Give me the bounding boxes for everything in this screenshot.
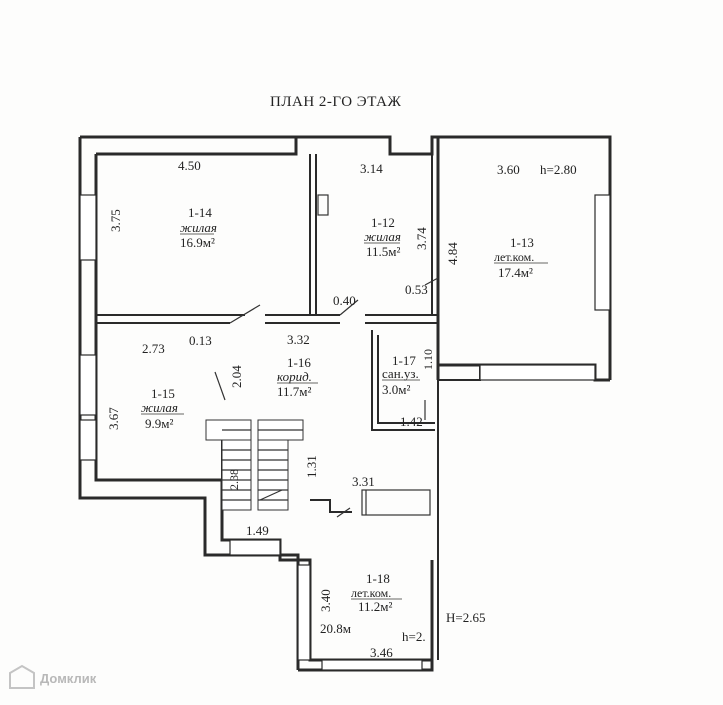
dim-label: 4.50	[178, 158, 201, 173]
dim-label: 4.84	[445, 242, 460, 265]
height-label: H=2.65	[446, 610, 485, 625]
dim-label: 2.04	[229, 365, 244, 388]
dim-label: 3.46	[370, 645, 393, 660]
room-area: 11.7м²	[277, 384, 311, 399]
room-id: 1-14	[188, 205, 212, 220]
dim-label: 3.74	[414, 227, 429, 250]
room-type: сан.уз.	[382, 366, 419, 381]
room-1-14: 1-14 жилая 16.9м²	[180, 205, 217, 250]
dim-label: 20.8м	[320, 621, 351, 636]
room-area: 11.2м²	[358, 599, 392, 614]
dim-label: 1.31	[304, 455, 319, 478]
room-type: корид.	[277, 369, 312, 384]
room-1-12: 1-12 жилая 11.5м²	[364, 215, 401, 259]
room-type: лет.ком.	[494, 250, 534, 264]
room-1-13: 1-13 лет.ком. 17.4м²	[494, 235, 548, 280]
room-area: 3.0м²	[382, 382, 410, 397]
dim-label: 3.67	[106, 407, 121, 430]
staircase	[205, 419, 304, 511]
room-area: 17.4м²	[498, 265, 533, 280]
height-label: h=2.80	[540, 162, 577, 177]
dim-label: 0.40	[333, 293, 356, 308]
room-area: 11.5м²	[366, 244, 400, 259]
room-type: жилая	[141, 400, 178, 415]
dim-label: 1.10	[421, 349, 435, 370]
room-id: 1-16	[287, 355, 311, 370]
dim-label: 3.31	[352, 474, 375, 489]
dim-label: 3.75	[108, 209, 123, 232]
dim-label: 0.53	[405, 282, 428, 297]
dim-label: 3.60	[497, 162, 520, 177]
room-id: 1-17	[392, 353, 416, 368]
dimensions: 4.50 3.14 3.60 h=2.80 3.75 3.74 4.84 0.5…	[106, 158, 577, 660]
dim-label: 1.42	[400, 414, 423, 429]
dim-label: 3.14	[360, 161, 383, 176]
room-id: 1-12	[371, 215, 395, 230]
room-1-17: 1-17 сан.уз. 3.0м²	[382, 353, 420, 397]
dim-label: 2.38	[227, 469, 241, 490]
height-label: h=2.	[402, 629, 426, 644]
room-1-16: 1-16 корид. 11.7м²	[277, 355, 318, 399]
watermark-text: Домклик	[40, 671, 97, 686]
dim-label: 2.73	[142, 341, 165, 356]
dim-label: 0.13	[189, 333, 212, 348]
room-area: 16.9м²	[180, 235, 215, 250]
plan-title: ПЛАН 2-ГО ЭТАЖ	[270, 94, 401, 110]
room-type: жилая	[180, 220, 217, 235]
room-area: 9.9м²	[145, 416, 173, 431]
room-type: лет.ком.	[351, 586, 391, 600]
room-1-18: 1-18 лет.ком. 11.2м²	[351, 571, 402, 614]
room-1-15: 1-15 жилая 9.9м²	[141, 386, 184, 431]
room-id: 1-13	[510, 235, 534, 250]
watermark: Домклик	[9, 664, 97, 689]
dim-label: 1.49	[246, 523, 269, 538]
room-type: жилая	[364, 229, 401, 244]
dim-label: 3.32	[287, 332, 310, 347]
room-id: 1-15	[151, 386, 175, 401]
windows	[79, 194, 611, 671]
room-id: 1-18	[366, 571, 390, 586]
dim-label: 3.40	[318, 589, 333, 612]
inner-walls	[96, 154, 439, 518]
